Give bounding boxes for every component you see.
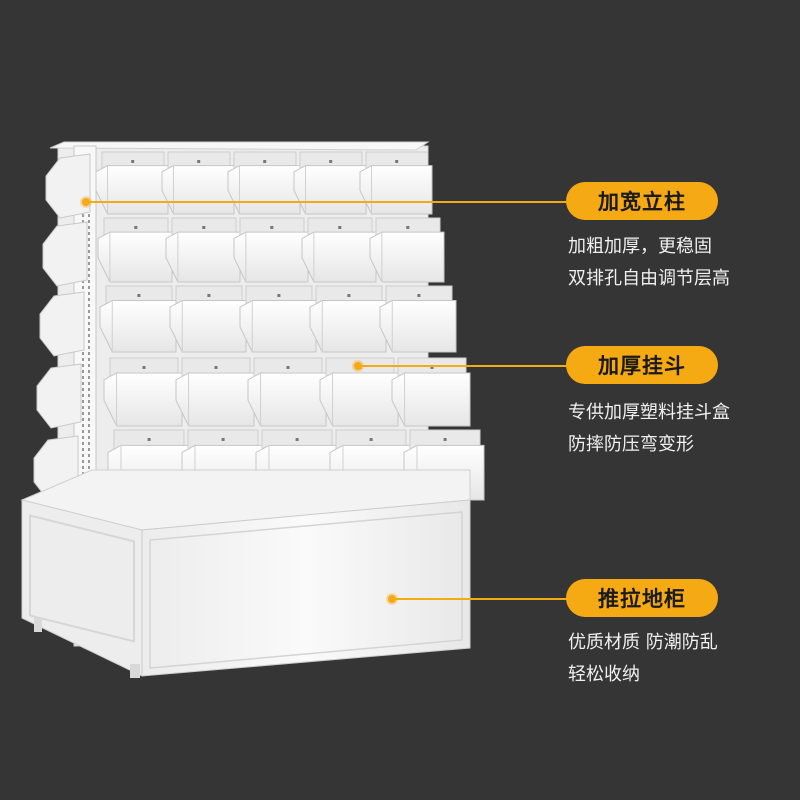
callout-line-pillar [86,201,576,203]
hanging-bin [247,357,327,427]
desc-cabinet-line-2: 轻松收纳 [568,664,640,685]
hanging-bin [99,285,177,353]
desc-bins-line-1: 专供加厚塑料挂斗盒 [568,402,730,423]
hanging-bin [391,357,471,427]
callout-line-bins [358,365,576,367]
rack-top-cap [49,141,430,151]
desc-bins-line-2: 防摔防压弯变形 [568,434,694,455]
hanging-bin [169,285,247,353]
hanging-bin [301,217,377,283]
hanging-bin [227,151,301,215]
hanging-bin [233,217,309,283]
hanging-bin [359,151,433,215]
badge-cabinet: 推拉地柜 [566,579,718,617]
callout-dot-cabinet [388,595,396,603]
hanging-bin [239,285,317,353]
base-cabinet [20,469,471,678]
badge-pillar: 加宽立柱 [566,182,718,220]
hanging-bin [369,217,445,283]
desc-cabinet-line-1: 优质材质 防潮防乱 [568,632,718,653]
side-bins [33,153,91,501]
hanging-bin [165,217,241,283]
side-bin [36,363,82,429]
hanging-bin [103,357,183,427]
hanging-bin [379,285,457,353]
hanging-bin [161,151,235,215]
callout-line-cabinet [392,598,576,600]
callout-dot-pillar [82,198,90,206]
drawer-front [149,511,463,669]
hanging-bin [97,217,173,283]
hanging-bin [175,357,255,427]
front-bins-grid [95,151,485,501]
badge-bins: 加厚挂斗 [566,346,718,384]
side-bin [42,221,88,287]
side-bin [45,153,91,219]
hanging-bin [309,285,387,353]
callout-dot-bins [354,362,362,370]
desc-pillar-line-2: 双排孔自由调节层高 [568,268,730,289]
side-bin [39,291,85,357]
desc-pillar-line-1: 加粗加厚，更稳固 [568,236,712,257]
hanging-bin [95,151,169,215]
hanging-bin [293,151,367,215]
